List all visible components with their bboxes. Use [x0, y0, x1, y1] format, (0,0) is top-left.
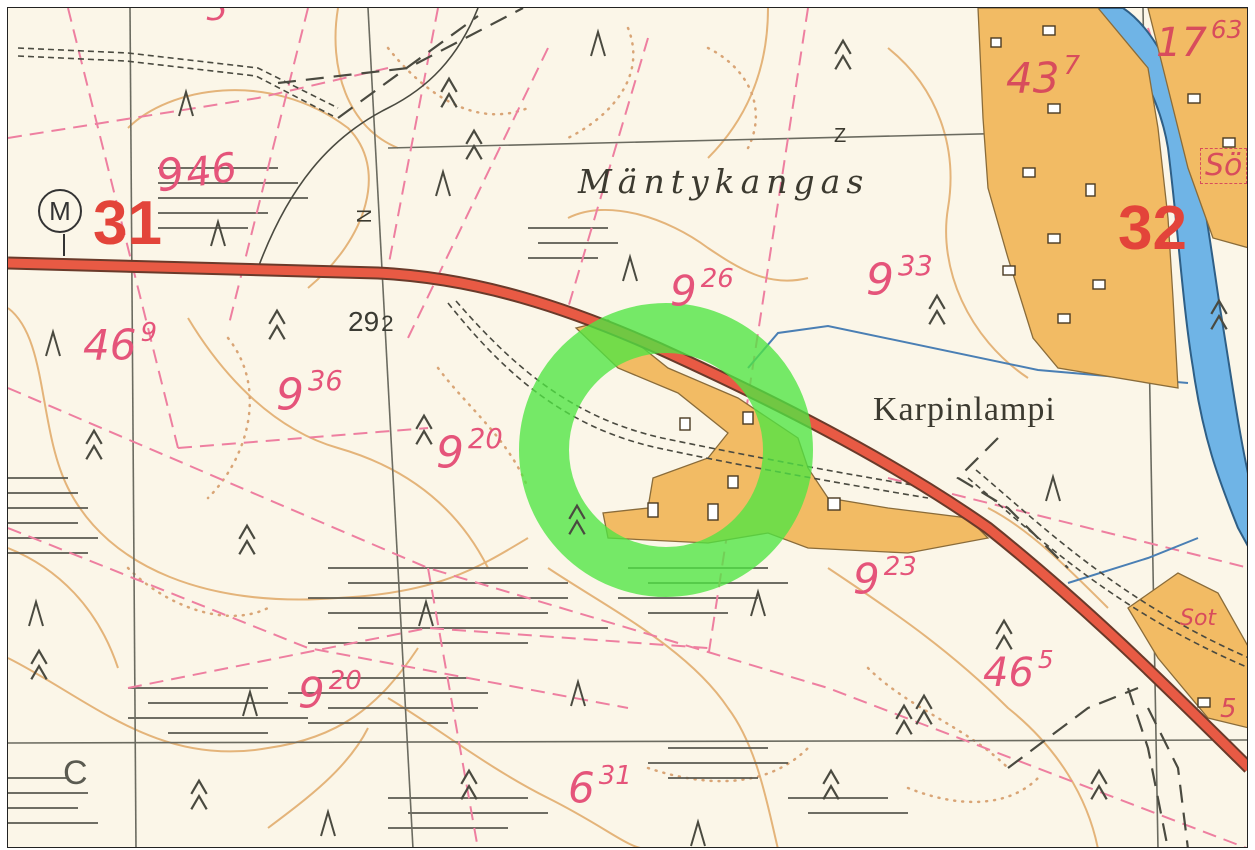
- north-letter: N: [354, 208, 377, 224]
- edge-fragment: 5: [1220, 694, 1237, 724]
- building-markers: [647, 25, 1236, 708]
- topographic-map[interactable]: M 31 32 Mäntykangas Karpinlampi 292 N Z …: [7, 7, 1248, 848]
- parcel-number: 946: [152, 144, 240, 203]
- map-canvas[interactable]: [8, 8, 1248, 848]
- elevation-decimal: 2: [381, 311, 394, 336]
- settlement-label: Sot: [1180, 606, 1217, 631]
- elevation-main: 29: [348, 306, 380, 337]
- edge-fragment: C: [63, 754, 88, 792]
- settlement-label: Sö: [1200, 148, 1247, 184]
- road-symbol-letter: M: [49, 196, 71, 226]
- settlement-areas: [574, 8, 1247, 729]
- grid-label-right: 32: [1118, 194, 1187, 263]
- road-curve: [257, 8, 479, 269]
- main-road: [8, 256, 1247, 773]
- contour-lines: [8, 8, 1109, 847]
- z-letter: Z: [834, 125, 847, 147]
- place-name-mantykangas: Mäntykangas: [578, 162, 870, 201]
- road-symbol: M: [38, 189, 82, 233]
- grid-label-left: 31: [93, 189, 162, 258]
- place-name-karpinlampi: Karpinlampi: [873, 391, 1056, 428]
- elevation-label: 292: [348, 308, 394, 336]
- edge-fragment: 5: [206, 7, 228, 29]
- double-paths: [17, 47, 1247, 668]
- highlight-ring-icon: [519, 303, 813, 597]
